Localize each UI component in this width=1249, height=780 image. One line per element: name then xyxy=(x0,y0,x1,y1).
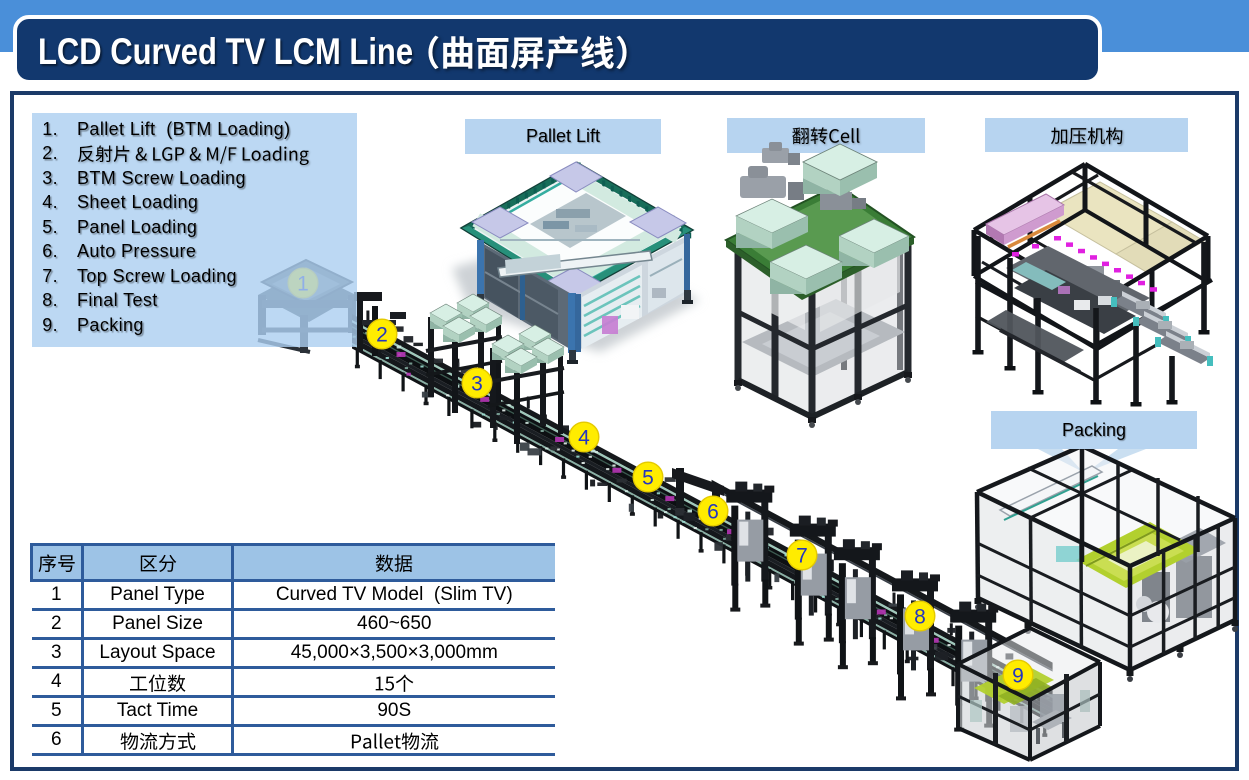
svg-text:5: 5 xyxy=(642,467,654,490)
svg-text:7: 7 xyxy=(796,545,808,568)
svg-text:4: 4 xyxy=(578,427,590,450)
svg-text:6: 6 xyxy=(707,501,719,524)
svg-text:2: 2 xyxy=(376,324,388,347)
svg-text:8: 8 xyxy=(914,606,926,629)
svg-text:9: 9 xyxy=(1012,665,1024,688)
svg-text:3: 3 xyxy=(471,373,483,396)
